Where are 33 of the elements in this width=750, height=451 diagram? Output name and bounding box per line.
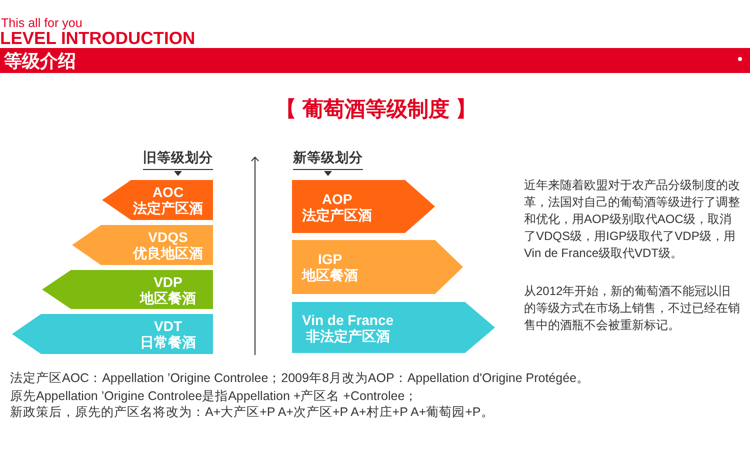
footnote-text: 法定产区AOC：Appellation ’Origine Controlee；2009年8月改为AOP：Appellation d'Origine Protégée。 <box>10 370 590 386</box>
arrow-banner <box>292 302 495 353</box>
description-paragraph: 近年来随着欧盟对于农产品分级制度的改革，法国对自己的葡萄酒等级进行了调整和优化，用AOP级别取代AOC级，取消了VDQS级，用IGP级取代了VDP级，用Vin de France级取代VDT级。 <box>524 177 740 262</box>
grade-code: VDQS <box>148 229 188 245</box>
grade-code: IGP <box>318 251 342 267</box>
header-subtitle: This all for you <box>1 16 82 31</box>
grade-name: 优良地区酒 <box>133 245 203 261</box>
grade-code: AOC <box>152 184 184 200</box>
arrow-banner <box>102 180 213 220</box>
grade-name: 非法定产区酒 <box>306 328 390 344</box>
arrow-banner <box>72 225 213 265</box>
arrow-banner <box>292 180 435 233</box>
section-banner <box>0 48 750 73</box>
grade-code: AOP <box>322 190 352 206</box>
grade-name: 法定产区酒 <box>133 200 203 216</box>
arrow-banner <box>42 270 213 309</box>
grade-name: 地区餐酒 <box>140 290 196 306</box>
grade-code: VDP <box>154 274 182 290</box>
column-heading: 新等级划分 <box>293 150 363 170</box>
grade-code: Vin de France <box>302 312 394 328</box>
arrow-banner <box>292 240 463 294</box>
banner-text: 等级介绍 <box>4 50 76 72</box>
page-title: 【 葡萄酒等级制度 】 <box>276 97 476 123</box>
arrow-banner <box>12 314 213 354</box>
footnote-text: 新政策后，原先的产区名将改为：A+大产区+P A+次产区+P A+村庄+P A+葡萄园+P。 <box>10 404 494 420</box>
grade-name: 地区餐酒 <box>302 267 358 283</box>
description-paragraph: 从2012年开始，新的葡萄酒不能冠以旧的等级方式在市场上销售，不过已经在销售中的酒瓶不会被重新标记。 <box>524 283 740 334</box>
grade-name: 法定产区酒 <box>302 206 372 222</box>
grade-code: VDT <box>154 318 182 334</box>
grade-name: 日常餐酒 <box>140 334 196 350</box>
column-heading: 旧等级划分 <box>143 150 213 170</box>
footnote-text: 原先Appellation ’Origine Controlee是指Appellation +产区名 +Controlee； <box>10 388 418 404</box>
header-title: LEVEL INTRODUCTION <box>0 29 196 48</box>
